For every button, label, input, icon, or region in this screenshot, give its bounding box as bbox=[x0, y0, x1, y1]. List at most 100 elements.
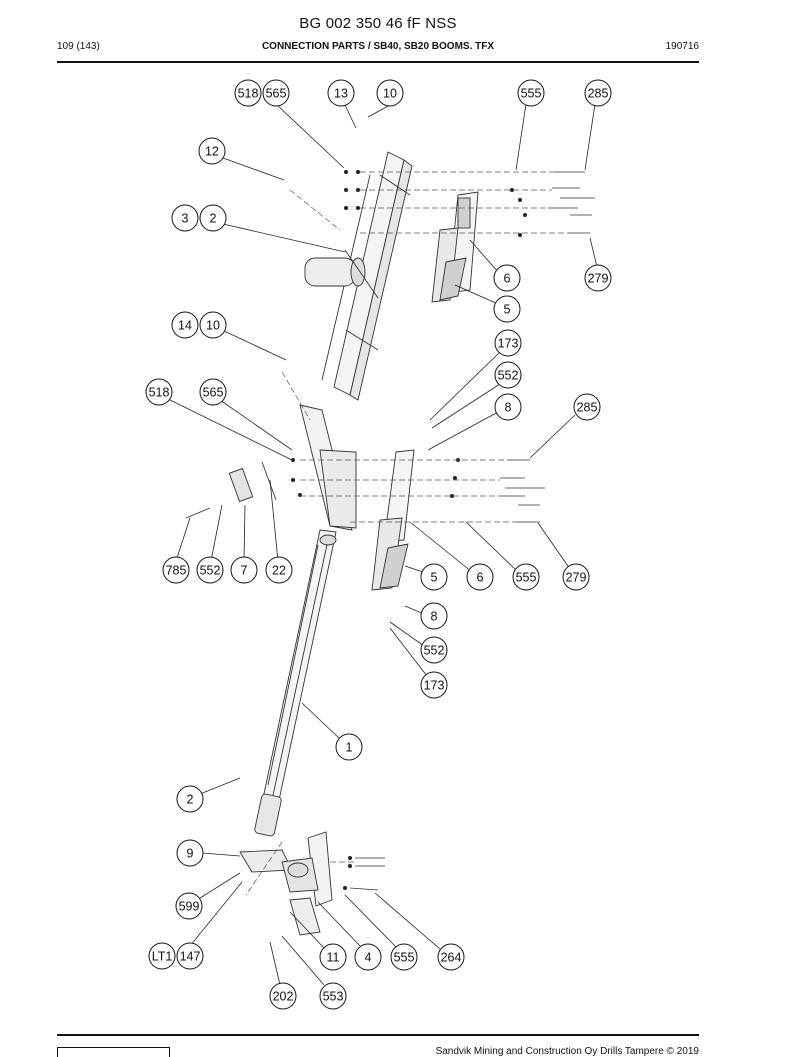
callout-5: 5 bbox=[493, 295, 521, 323]
callout-label: 279 bbox=[566, 571, 587, 585]
document-title: BG 002 350 46 fF NSS bbox=[299, 15, 457, 32]
callout-202: 202 bbox=[269, 982, 297, 1010]
copyright-text: Sandvik Mining and Construction Oy Drill… bbox=[435, 1046, 699, 1057]
callout-label: 6 bbox=[504, 272, 511, 286]
callout-LT1: LT1 bbox=[148, 942, 176, 970]
callout-9: 9 bbox=[176, 839, 204, 867]
callout-circle bbox=[512, 563, 540, 591]
callout-circle bbox=[335, 733, 363, 761]
callout-785: 785 bbox=[162, 556, 190, 584]
callout-label: 285 bbox=[577, 401, 598, 415]
callout-circle bbox=[148, 942, 176, 970]
callout-circle bbox=[262, 79, 290, 107]
callout-8: 8 bbox=[420, 602, 448, 630]
callout-label: 555 bbox=[521, 87, 542, 101]
callout-label: 552 bbox=[498, 369, 519, 383]
callout-circle bbox=[517, 79, 545, 107]
callout-circle bbox=[390, 943, 418, 971]
alignment-lines bbox=[245, 171, 568, 896]
callout-circle bbox=[573, 393, 601, 421]
callout-circle bbox=[494, 361, 522, 389]
callout-circle bbox=[269, 982, 297, 1010]
callout-279: 279 bbox=[584, 264, 612, 292]
callout-circle bbox=[234, 79, 262, 107]
callout-label: 599 bbox=[179, 900, 200, 914]
callout-label: 518 bbox=[149, 386, 170, 400]
callout-circle bbox=[420, 602, 448, 630]
callout-label: 5 bbox=[431, 571, 438, 585]
callout-555: 555 bbox=[517, 79, 545, 107]
callout-label: 4 bbox=[365, 951, 372, 965]
leader-lines bbox=[165, 103, 598, 986]
callout-circle bbox=[230, 556, 258, 584]
callout-label: 12 bbox=[205, 145, 219, 159]
callout-22: 22 bbox=[265, 556, 293, 584]
callout-1: 1 bbox=[335, 733, 363, 761]
callout-label: 555 bbox=[394, 951, 415, 965]
callout-circle bbox=[199, 204, 227, 232]
callout-label: 553 bbox=[323, 990, 344, 1004]
callout-label: 565 bbox=[266, 87, 287, 101]
callout-label: 555 bbox=[516, 571, 537, 585]
callout-label: 173 bbox=[424, 679, 445, 693]
callout-label: 10 bbox=[206, 319, 220, 333]
callout-552: 552 bbox=[494, 361, 522, 389]
callout-7: 7 bbox=[230, 556, 258, 584]
callout-label: 2 bbox=[187, 793, 194, 807]
callout-label: 173 bbox=[498, 337, 519, 351]
callout-label: 285 bbox=[588, 87, 609, 101]
callout-565: 565 bbox=[262, 79, 290, 107]
subheader: 109 (143) CONNECTION PARTS / SB40, SB20 … bbox=[57, 41, 699, 57]
callout-label: 518 bbox=[238, 87, 259, 101]
callout-8: 8 bbox=[494, 393, 522, 421]
callout-circle bbox=[584, 79, 612, 107]
callout-circle bbox=[327, 79, 355, 107]
callout-599: 599 bbox=[175, 892, 203, 920]
callout-circle bbox=[493, 264, 521, 292]
callout-6: 6 bbox=[493, 264, 521, 292]
callout-circle bbox=[437, 943, 465, 971]
callout-label: 2 bbox=[210, 212, 217, 226]
callout-label: 552 bbox=[424, 644, 445, 658]
callout-label: 1 bbox=[346, 741, 353, 755]
section-title: CONNECTION PARTS / SB40, SB20 BOOMS. TFX bbox=[261, 41, 495, 52]
callout-label: LT1 bbox=[152, 950, 173, 964]
callout-3: 3 bbox=[171, 204, 199, 232]
callout-circle bbox=[199, 378, 227, 406]
callout-circle bbox=[466, 563, 494, 591]
callout-label: 7 bbox=[241, 564, 248, 578]
callout-label: 14 bbox=[178, 319, 192, 333]
callout-12: 12 bbox=[198, 137, 226, 165]
callout-14: 14 bbox=[171, 311, 199, 339]
callout-label: 10 bbox=[383, 87, 397, 101]
callout-circle bbox=[199, 311, 227, 339]
callout-555: 555 bbox=[512, 563, 540, 591]
callout-circle bbox=[265, 556, 293, 584]
callout-6: 6 bbox=[466, 563, 494, 591]
callout-13: 13 bbox=[327, 79, 355, 107]
callout-circle bbox=[176, 839, 204, 867]
callout-518: 518 bbox=[145, 378, 173, 406]
callout-565: 565 bbox=[199, 378, 227, 406]
callout-264: 264 bbox=[437, 943, 465, 971]
callout-147: 147 bbox=[176, 942, 204, 970]
callout-circle bbox=[196, 556, 224, 584]
callout-label: 279 bbox=[588, 272, 609, 286]
callout-10: 10 bbox=[376, 79, 404, 107]
callout-label: 11 bbox=[327, 951, 340, 965]
header-rule bbox=[57, 61, 699, 63]
callout-circle bbox=[319, 943, 347, 971]
callout-2: 2 bbox=[199, 204, 227, 232]
callout-circle bbox=[420, 636, 448, 664]
callout-circle bbox=[376, 79, 404, 107]
callout-555: 555 bbox=[390, 943, 418, 971]
callout-circle bbox=[354, 943, 382, 971]
callout-label: 5 bbox=[504, 303, 511, 317]
callout-circle bbox=[562, 563, 590, 591]
callout-2: 2 bbox=[176, 785, 204, 813]
page-number: 109 (143) bbox=[57, 41, 100, 52]
callout-279: 279 bbox=[562, 563, 590, 591]
callout-label: 22 bbox=[272, 564, 286, 578]
callout-label: 13 bbox=[334, 87, 348, 101]
